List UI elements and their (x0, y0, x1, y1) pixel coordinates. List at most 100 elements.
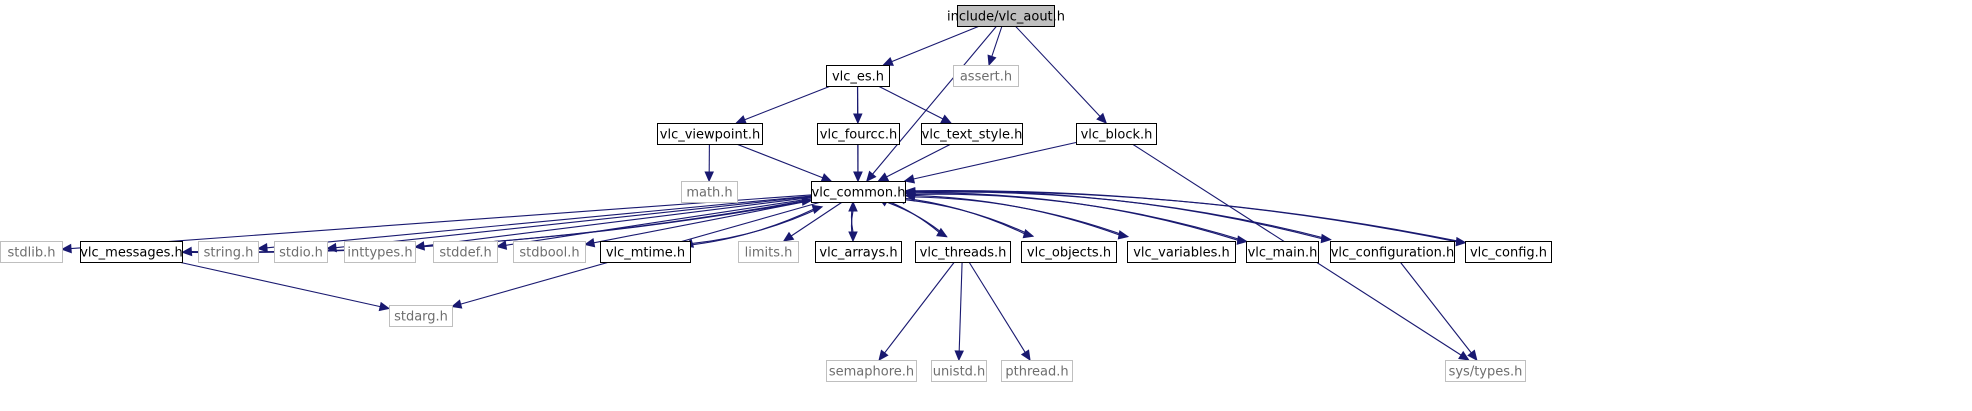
node-label: semaphore.h (829, 365, 914, 380)
node-label: sys/types.h (1449, 365, 1523, 380)
node-label: vlc_block.h (1081, 128, 1153, 143)
node-vlc-arrays[interactable]: vlc_arrays.h (815, 241, 902, 263)
node-stdbool: stdbool.h (513, 241, 586, 263)
node-assert: assert.h (953, 65, 1019, 87)
node-stdio: stdio.h (274, 241, 328, 263)
edge-arrowhead (495, 240, 508, 250)
node-box (681, 181, 738, 203)
edge-arrowhead (878, 349, 889, 361)
edge-vlc-threads-to-unistd (954, 261, 964, 362)
edge-arrowhead (1020, 349, 1031, 362)
edge-vlc-configuration-to-sys-types (1399, 261, 1478, 361)
edge-line (736, 143, 823, 179)
node-box (80, 241, 183, 263)
node-label: vlc_mtime.h (606, 246, 685, 261)
edge-line (914, 193, 1247, 243)
edge-line (505, 198, 812, 246)
node-label: vlc_arrays.h (819, 246, 897, 261)
edge-arrowhead (181, 246, 193, 257)
node-label: vlc_variables.h (1133, 246, 1230, 261)
node-label: inttypes.h (347, 246, 412, 261)
edge-vlc-common-to-stdio (325, 196, 812, 253)
edge-line (683, 208, 814, 247)
node-stdlib: stdlib.h (0, 241, 63, 263)
node-vlc-block[interactable]: vlc_block.h (1076, 123, 1157, 145)
edge-line (905, 194, 1120, 236)
node-box (389, 305, 453, 327)
edge-arrowhead (940, 114, 952, 124)
edge-arrowhead (853, 171, 863, 183)
node-stddef: stddef.h (433, 241, 498, 263)
node-box (198, 241, 259, 263)
node-vlc-objects[interactable]: vlc_objects.h (1021, 241, 1117, 263)
node-vlc-config[interactable]: vlc_config.h (1465, 241, 1552, 263)
node-box (738, 241, 799, 263)
edge-vlc-common-to-string (256, 195, 812, 253)
edge-arrowhead (413, 241, 425, 251)
node-label: stdlib.h (8, 246, 56, 261)
node-box (1001, 360, 1073, 382)
edge-line (1399, 261, 1472, 354)
node-box (915, 241, 1011, 263)
node-vlc-configuration[interactable]: vlc_configuration.h (1330, 241, 1455, 263)
edge-arrowhead (820, 173, 833, 183)
edge-arrowhead (801, 196, 813, 206)
edge-line (891, 25, 980, 63)
node-label: vlc_viewpoint.h (660, 128, 760, 143)
node-vlc-aout[interactable]: include/vlc_aout.h (947, 5, 1065, 27)
node-limits: limits.h (738, 241, 799, 263)
node-label: limits.h (745, 246, 793, 261)
edge-arrowhead (583, 238, 596, 248)
node-vlc-fourcc[interactable]: vlc_fourcc.h (817, 123, 900, 145)
edge-arrowhead (60, 243, 72, 254)
node-box (815, 241, 902, 263)
edge-vlc-viewpoint-to-vlc-common (736, 143, 833, 183)
edge-arrowhead (1458, 350, 1470, 361)
node-vlc-viewpoint[interactable]: vlc_viewpoint.h (657, 123, 763, 145)
edge-vlc-es-to-vlc-text-style (877, 85, 952, 124)
edge-arrowhead (954, 350, 964, 362)
node-label: vlc_text_style.h (922, 128, 1023, 143)
node-vlc-text-style[interactable]: vlc_text_style.h (921, 123, 1023, 145)
node-label: vlc_objects.h (1027, 246, 1111, 261)
node-unistd: unistd.h (931, 360, 987, 382)
nodes-layer: include/vlc_aout.h vlc_es.h assert.h vlc_bl… (0, 5, 1552, 382)
node-box (957, 5, 1055, 27)
node-label: stdarg.h (394, 310, 448, 325)
edge-vlc-common-to-vlc-main (905, 192, 1248, 245)
edge-vlc-aout-to-vlc-common (866, 25, 998, 182)
edge-line (905, 192, 1238, 241)
edge-line (905, 190, 1457, 243)
node-vlc-es[interactable]: vlc_es.h (826, 65, 890, 87)
node-vlc-messages[interactable]: vlc_messages.h (80, 241, 183, 263)
edge-arrowhead (1467, 349, 1478, 361)
node-vlc-threads[interactable]: vlc_threads.h (915, 241, 1011, 263)
node-label: vlc_es.h (832, 70, 884, 85)
edge-line (872, 25, 998, 175)
edge-vlc-common-to-vlc-objects (896, 196, 1035, 239)
node-box (1246, 241, 1319, 263)
node-box (817, 123, 900, 145)
node-vlc-mtime[interactable]: vlc_mtime.h (600, 241, 691, 263)
edge-line (178, 261, 381, 308)
node-label: string.h (204, 246, 254, 261)
node-box (1445, 360, 1526, 382)
edge-line (790, 201, 843, 237)
edge-line (423, 196, 812, 247)
edge-line (991, 25, 1003, 57)
node-label: stddef.h (439, 246, 491, 261)
node-vlc-main[interactable]: vlc_main.h (1246, 241, 1319, 263)
node-label: vlc_threads.h (920, 246, 1007, 261)
node-vlc-common[interactable]: vlc_common.h (811, 181, 906, 203)
node-label: pthread.h (1005, 365, 1068, 380)
edge-arrowhead (378, 301, 391, 312)
edge-vlc-aout-to-assert (987, 25, 1003, 67)
edge-arrowhead (866, 170, 877, 182)
node-box (1330, 241, 1455, 263)
node-box (1021, 241, 1117, 263)
edge-vlc-text-style-to-vlc-common (877, 143, 952, 182)
node-vlc-variables[interactable]: vlc_variables.h (1127, 241, 1236, 263)
edge-arrowhead (853, 113, 863, 125)
node-label: vlc_common.h (812, 186, 906, 201)
node-label: unistd.h (933, 365, 986, 380)
